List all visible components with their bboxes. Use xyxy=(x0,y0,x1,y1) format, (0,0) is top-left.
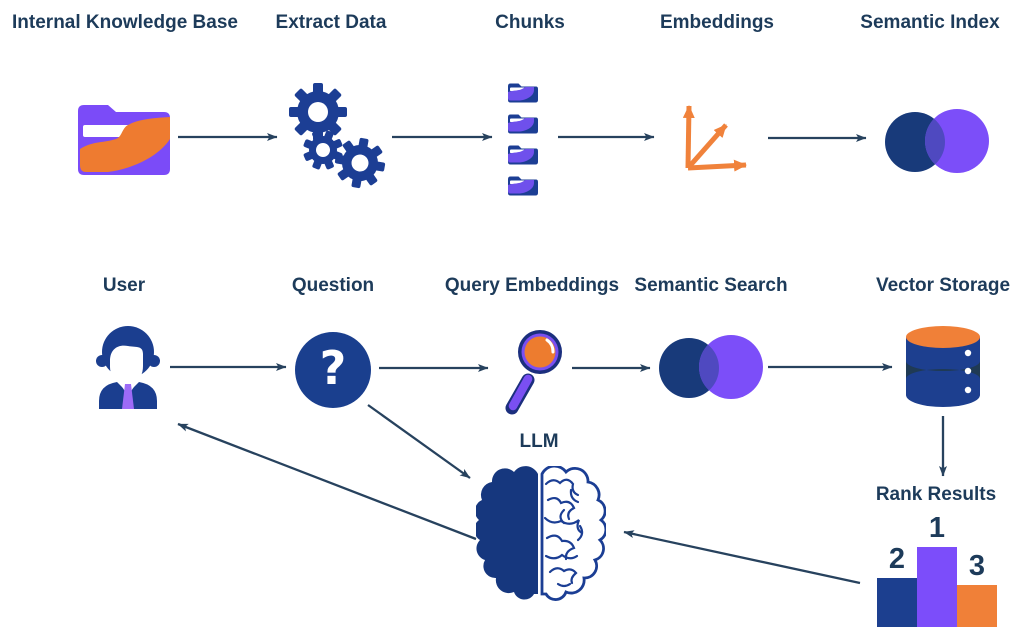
label-embeddings: Embeddings xyxy=(659,12,775,33)
label-semantic-index: Semantic Index xyxy=(860,12,1000,33)
label-query-embeddings: Query Embeddings xyxy=(444,275,620,296)
podium-first: 1 xyxy=(917,514,957,627)
label-extract-data: Extract Data xyxy=(275,12,387,33)
folder-icon xyxy=(78,105,170,175)
folder-stack-icon xyxy=(506,81,540,196)
label-semantic-search: Semantic Search xyxy=(634,275,788,296)
rank-bar-3 xyxy=(957,585,997,627)
rank-number-3: 3 xyxy=(968,550,986,582)
mini-folder-icon xyxy=(508,114,538,134)
question-circle-icon: ? xyxy=(295,332,371,408)
label-vector-storage: Vector Storage xyxy=(875,275,1011,296)
venn-circles-icon xyxy=(659,335,763,399)
rank-bar-2 xyxy=(877,578,917,627)
mini-folder-icon xyxy=(508,176,538,196)
question-mark: ? xyxy=(319,340,347,395)
label-user: User xyxy=(102,275,146,296)
label-rank-results: Rank Results xyxy=(875,484,997,505)
database-icon xyxy=(906,326,980,407)
podium-third: 3 xyxy=(957,552,997,627)
podium-bars-icon: 2 1 3 xyxy=(877,514,997,627)
mini-folder-icon xyxy=(508,83,538,103)
person-icon xyxy=(96,326,160,409)
rank-bar-1 xyxy=(917,547,957,627)
arrow-rank-to-llm xyxy=(623,530,861,585)
vector-arrows-icon xyxy=(682,105,747,172)
arrow-llm-to-user xyxy=(177,422,477,541)
label-internal-knowledge-base: Internal Knowledge Base xyxy=(12,12,238,33)
rank-number-1: 1 xyxy=(928,512,946,544)
rank-number-2: 2 xyxy=(888,543,906,575)
magnifier-icon xyxy=(505,330,562,415)
venn-circles-icon xyxy=(885,109,989,173)
arrow-question-to-llm xyxy=(367,404,471,479)
brain-icon xyxy=(476,466,606,601)
label-llm: LLM xyxy=(519,431,559,452)
mini-folder-icon xyxy=(508,145,538,165)
podium-second: 2 xyxy=(877,545,917,627)
label-chunks: Chunks xyxy=(495,12,565,33)
label-question: Question xyxy=(291,275,375,296)
gears-icon xyxy=(289,83,386,189)
